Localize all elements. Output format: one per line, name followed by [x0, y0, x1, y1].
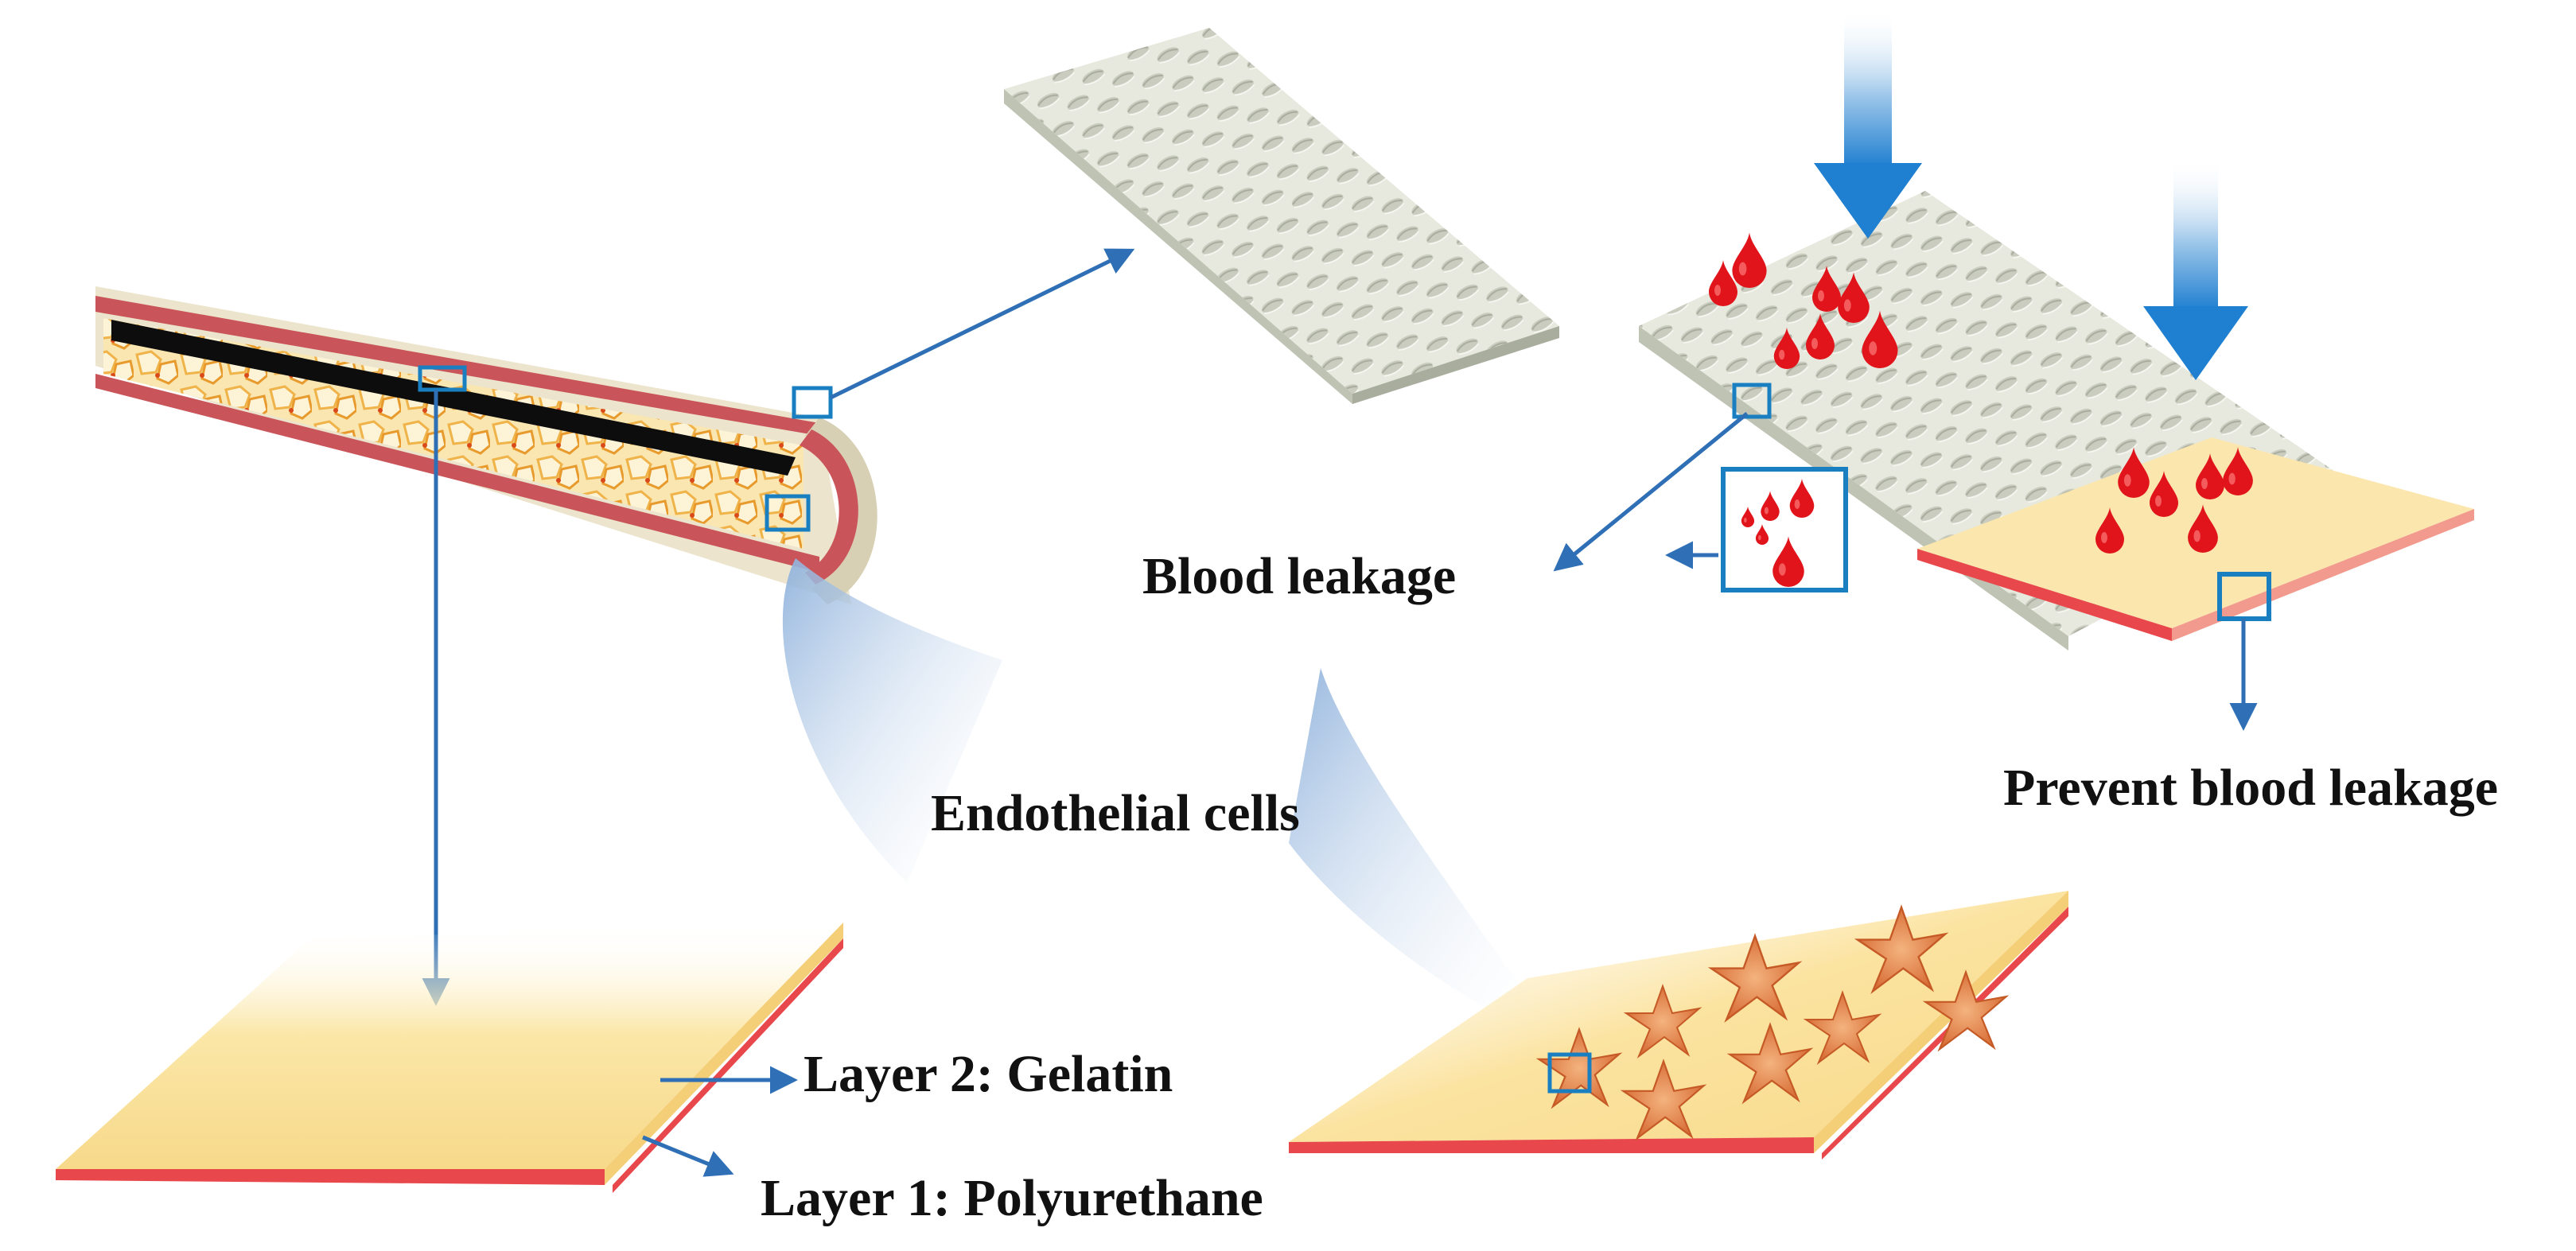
magnifier-beam-left: [782, 558, 1002, 883]
label-layer2-gelatin: Layer 2: Gelatin: [804, 1045, 1173, 1103]
arrow-to-blood-leakage: [1553, 412, 1749, 572]
pressure-arrow-2: [2143, 159, 2248, 380]
fabric-callout-box: [1732, 383, 1772, 419]
label-layer1-polyurethane: Layer 1: Polyurethane: [761, 1169, 1263, 1227]
magnifier-beam-right: [1289, 668, 1550, 1032]
arrow-to-fabric: [829, 248, 1135, 400]
arrow-to-layer1: [642, 1135, 734, 1177]
vascular-graft-tube: [95, 286, 877, 604]
pressure-arrow-1: [1814, 8, 1922, 239]
vessel-callout-box-end: [792, 386, 833, 419]
woven-fabric-top: [1004, 28, 1559, 404]
blood-drop-icon: [1732, 232, 1767, 288]
label-endothelial-cells: Endothelial cells: [931, 784, 1300, 842]
vessel-callout-box-top: [418, 365, 467, 392]
vessel-callout-box-lumen: [765, 494, 811, 532]
label-blood-leakage: Blood leakage: [1142, 547, 1457, 605]
bilayer-membrane: [56, 923, 843, 1193]
label-prevent-blood-leakage: Prevent blood leakage: [2003, 759, 2499, 817]
cell-callout-box: [1547, 1052, 1592, 1094]
